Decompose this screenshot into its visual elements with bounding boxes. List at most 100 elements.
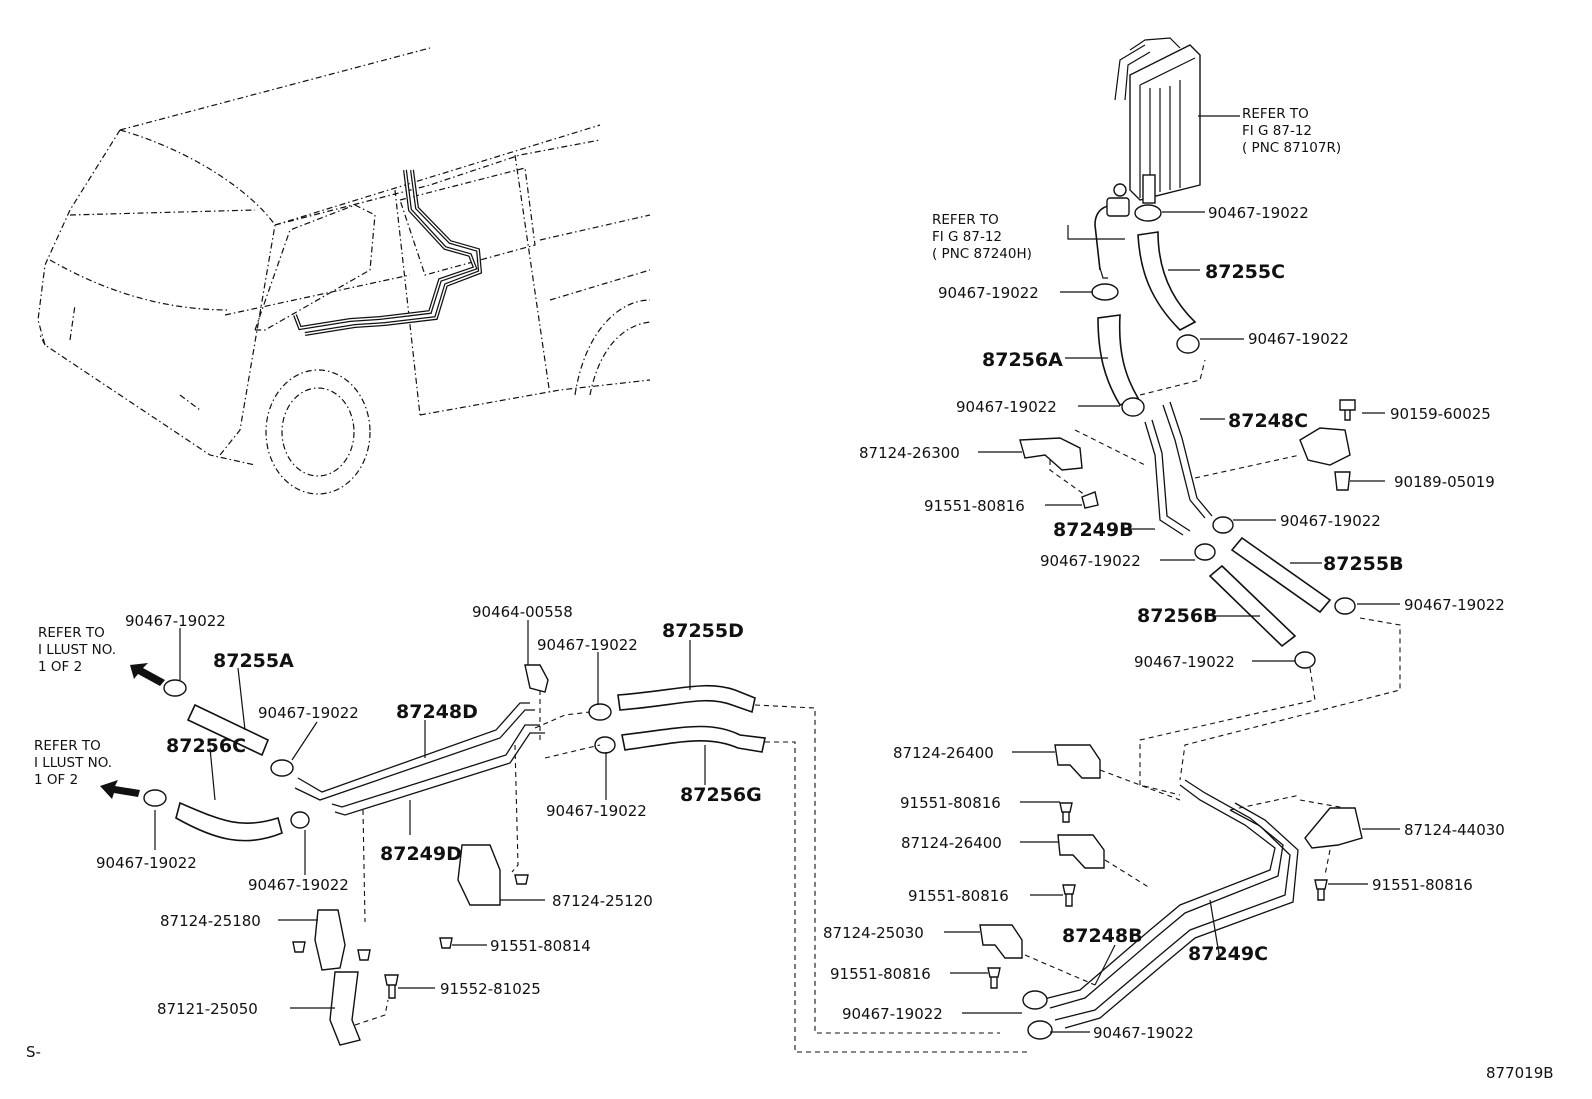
part-label: 87256G bbox=[680, 784, 762, 806]
mount-90159-icon bbox=[1299, 427, 1351, 466]
part-label: 91551-80816 bbox=[908, 887, 1009, 905]
part-label: 87249D bbox=[380, 843, 462, 865]
part-label: 87256B bbox=[1137, 605, 1218, 627]
hose-87256g bbox=[621, 725, 766, 753]
hose-clamp-icon bbox=[143, 679, 616, 829]
part-label: 87248C bbox=[1228, 410, 1308, 432]
hose-87255b bbox=[1230, 536, 1332, 614]
arrow-left-icon bbox=[130, 663, 165, 686]
hose-87255d bbox=[617, 684, 756, 714]
part-label: 87249C bbox=[1188, 943, 1268, 965]
part-label: 87248B bbox=[1062, 925, 1143, 947]
clip-90189-icon bbox=[1334, 471, 1351, 491]
part-label: 87256A bbox=[982, 349, 1063, 371]
clip-90464-icon bbox=[524, 664, 549, 693]
pipe-87249d bbox=[331, 724, 545, 816]
sheet-mark: S- bbox=[26, 1043, 41, 1061]
part-label: 87124-26400 bbox=[901, 834, 1002, 852]
hose-87256c bbox=[175, 801, 283, 842]
part-label: 90467-19022 bbox=[1280, 512, 1381, 530]
part-label: 90467-19022 bbox=[125, 612, 226, 630]
part-label: 87124-44030 bbox=[1404, 821, 1505, 839]
svg-text:FI G 87-12: FI G 87-12 bbox=[932, 229, 1002, 245]
hose-clamp-icon bbox=[1091, 204, 1200, 417]
part-label: 90467-19022 bbox=[842, 1005, 943, 1023]
part-label: 90159-60025 bbox=[1390, 405, 1491, 423]
svg-text:I LLUST NO.: I LLUST NO. bbox=[34, 755, 112, 771]
hose-87256a bbox=[1097, 314, 1140, 406]
part-label: 90467-19022 bbox=[956, 398, 1057, 416]
part-label: 90464-00558 bbox=[472, 603, 573, 621]
part-label: 87124-25030 bbox=[823, 924, 924, 942]
part-label: 90467-19022 bbox=[537, 636, 638, 654]
vehicle-outline bbox=[37, 47, 651, 495]
part-label: 91552-81025 bbox=[440, 980, 541, 998]
pipe-87248d bbox=[294, 702, 535, 801]
svg-text:FI G 87-12: FI G 87-12 bbox=[1242, 123, 1312, 139]
svg-text:REFER TO: REFER TO bbox=[1242, 106, 1309, 122]
pipe-87249b bbox=[1144, 419, 1191, 536]
bracket-87124-26300 bbox=[1019, 437, 1083, 471]
part-label: 91551-80816 bbox=[1372, 876, 1473, 894]
figure-code: 877019B bbox=[1486, 1064, 1554, 1082]
part-label: 87255B bbox=[1323, 553, 1404, 575]
pipe-87248c bbox=[1162, 401, 1213, 519]
part-label: 87255C bbox=[1205, 261, 1285, 283]
bolt-icon bbox=[292, 874, 529, 999]
part-label: 90467-19022 bbox=[1208, 204, 1309, 222]
part-label: 90467-19022 bbox=[96, 854, 197, 872]
part-label: 90467-19022 bbox=[258, 704, 359, 722]
part-label: 90467-19022 bbox=[1248, 330, 1349, 348]
refer-note-valve: REFER TO FI G 87-12 ( PNC 87240H) bbox=[932, 212, 1032, 262]
heater-core-unit bbox=[1114, 37, 1201, 204]
bolt-90159-icon bbox=[1339, 399, 1356, 421]
part-label: 90467-19022 bbox=[1134, 653, 1235, 671]
part-number-labels: 90467-19022 87255C 90467-19022 90467-190… bbox=[96, 204, 1505, 1042]
part-label: 90467-19022 bbox=[1040, 552, 1141, 570]
part-label: 87249B bbox=[1053, 519, 1134, 541]
part-label: 90467-19022 bbox=[248, 876, 349, 894]
refer-note-illust-1: REFER TO I LLUST NO. 1 OF 2 bbox=[38, 625, 116, 675]
bolt-icon bbox=[1081, 491, 1099, 509]
part-label: 91551-80816 bbox=[830, 965, 931, 983]
hose-87255a bbox=[186, 703, 270, 757]
bracket-87124-26400-b bbox=[1057, 834, 1105, 869]
part-label: 90467-19022 bbox=[938, 284, 1039, 302]
part-label: 87124-25180 bbox=[160, 912, 261, 930]
bracket-87124-44030 bbox=[1304, 807, 1363, 849]
refer-note-heater: REFER TO FI G 87-12 ( PNC 87107R) bbox=[1242, 106, 1341, 156]
part-label: 87255D bbox=[662, 620, 744, 642]
hose-87256b bbox=[1208, 564, 1297, 648]
pipe-87248b bbox=[1039, 779, 1284, 1009]
leader-lines bbox=[154, 115, 1400, 1033]
part-label: 91551-80816 bbox=[900, 794, 1001, 812]
part-label: 87124-26400 bbox=[893, 744, 994, 762]
bracket-87124-26400-a bbox=[1054, 744, 1101, 779]
svg-text:1 OF 2: 1 OF 2 bbox=[34, 772, 78, 788]
svg-text:( PNC 87107R): ( PNC 87107R) bbox=[1242, 140, 1341, 156]
hose-clamp-icon bbox=[1022, 990, 1053, 1040]
svg-text:I LLUST NO.: I LLUST NO. bbox=[38, 642, 116, 658]
bracket-87124-25120 bbox=[457, 844, 501, 906]
part-label: 87124-25120 bbox=[552, 892, 653, 910]
part-label: 90467-19022 bbox=[546, 802, 647, 820]
part-label: 87121-25050 bbox=[157, 1000, 258, 1018]
arrow-left-icon bbox=[100, 780, 140, 799]
part-label: 87256C bbox=[166, 735, 246, 757]
svg-text:REFER TO: REFER TO bbox=[34, 738, 101, 754]
part-label: 87248D bbox=[396, 701, 478, 723]
svg-text:1 OF 2: 1 OF 2 bbox=[38, 659, 82, 675]
svg-text:REFER TO: REFER TO bbox=[38, 625, 105, 641]
bracket-87121-25050 bbox=[329, 971, 361, 1046]
svg-text:REFER TO: REFER TO bbox=[932, 212, 999, 228]
part-label: 87255A bbox=[213, 650, 294, 672]
bracket-87124-25180 bbox=[314, 909, 346, 971]
bracket-87124-25030 bbox=[979, 924, 1023, 959]
svg-text:( PNC 87240H): ( PNC 87240H) bbox=[932, 246, 1032, 262]
part-label: 91551-80816 bbox=[924, 497, 1025, 515]
part-label: 90467-19022 bbox=[1404, 596, 1505, 614]
hose-clamp-icon bbox=[1194, 516, 1356, 669]
water-valve bbox=[1094, 183, 1130, 279]
part-label: 90189-05019 bbox=[1394, 473, 1495, 491]
